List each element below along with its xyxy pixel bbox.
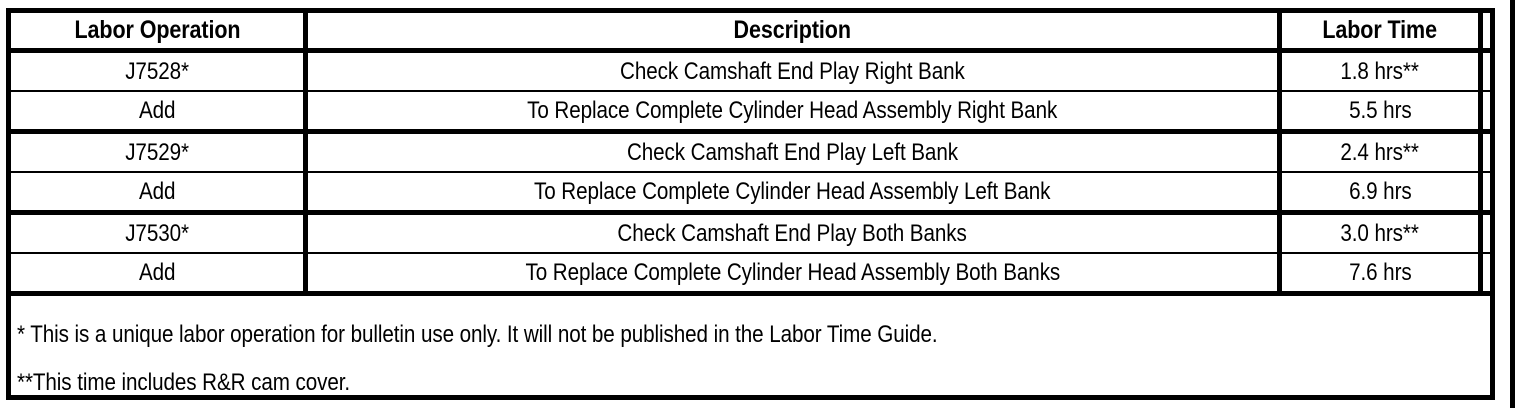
- cell-spacer: [1483, 92, 1490, 129]
- cell-labor-operation: Add: [11, 92, 303, 129]
- cell-spacer: [1483, 254, 1490, 291]
- page-edge-rule: [1510, 0, 1515, 408]
- column-divider-2: [1277, 134, 1282, 171]
- column-divider-3: [1478, 134, 1483, 171]
- header-cell-labor-operation: Labor Operation: [11, 13, 303, 48]
- column-divider-1: [303, 134, 308, 171]
- column-divider-2: [1277, 215, 1282, 252]
- table-grid: Labor Operation Description Labor Time: [11, 13, 1490, 397]
- cell-spacer: [1483, 173, 1490, 210]
- column-divider-3: [1478, 53, 1483, 90]
- header-label-description: Description: [733, 16, 852, 44]
- cell-text-labor-operation: J7528*: [125, 57, 189, 85]
- header-cell-labor-time: Labor Time: [1282, 13, 1478, 48]
- cell-text-labor-time: 1.8 hrs**: [1340, 57, 1420, 85]
- column-divider-3: [1478, 254, 1483, 291]
- column-divider-1: [303, 92, 308, 129]
- rule-above-footnotes: [11, 291, 1490, 296]
- header-cell-description: Description: [308, 13, 1277, 48]
- column-divider-2: [1277, 92, 1282, 129]
- cell-labor-operation: J7529*: [11, 134, 303, 171]
- cell-labor-operation: Add: [11, 254, 303, 291]
- cell-spacer: [1483, 53, 1490, 90]
- cell-description: Check Camshaft End Play Left Bank: [308, 134, 1277, 171]
- column-divider-1: [303, 215, 308, 252]
- row-divider: [11, 210, 1490, 215]
- cell-text-labor-time: 5.5 hrs: [1348, 96, 1412, 124]
- cell-labor-operation: J7530*: [11, 215, 303, 252]
- header-label-labor-time: Labor Time: [1322, 16, 1438, 44]
- cell-description: To Replace Complete Cylinder Head Assemb…: [308, 254, 1277, 291]
- column-divider-1: [303, 173, 308, 210]
- column-divider-3: [1478, 13, 1483, 48]
- column-divider-2: [1277, 173, 1282, 210]
- cell-text-labor-operation: J7530*: [125, 219, 189, 247]
- cell-description: To Replace Complete Cylinder Head Assemb…: [308, 173, 1277, 210]
- cell-text-description: To Replace Complete Cylinder Head Assemb…: [525, 258, 1060, 286]
- cell-description: Check Camshaft End Play Both Banks: [308, 215, 1277, 252]
- labor-operation-table: Labor Operation Description Labor Time: [6, 8, 1495, 400]
- cell-text-description: Check Camshaft End Play Left Bank: [626, 138, 959, 166]
- cell-labor-time: 2.4 hrs**: [1282, 134, 1478, 171]
- table-row: Add To Replace Complete Cylinder Head As…: [11, 92, 1490, 129]
- footnote-asterisk: * This is a unique labor operation for b…: [17, 321, 1087, 349]
- cell-labor-time: 5.5 hrs: [1282, 92, 1478, 129]
- table-header-row: Labor Operation Description Labor Time: [11, 13, 1490, 48]
- cell-text-labor-operation: Add: [138, 258, 176, 286]
- column-divider-2: [1277, 13, 1282, 48]
- rule-below-header: [11, 48, 1490, 53]
- row-divider: [11, 90, 1490, 92]
- column-divider-3: [1478, 92, 1483, 129]
- table-row: Add To Replace Complete Cylinder Head As…: [11, 254, 1490, 291]
- table-row: J7529* Check Camshaft End Play Left Bank…: [11, 134, 1490, 171]
- header-cell-spacer: [1483, 13, 1490, 48]
- cell-labor-time: 7.6 hrs: [1282, 254, 1478, 291]
- column-divider-2: [1277, 53, 1282, 90]
- column-divider-1: [303, 254, 308, 291]
- cell-text-labor-operation: J7529*: [125, 138, 189, 166]
- cell-description: Check Camshaft End Play Right Bank: [308, 53, 1277, 90]
- cell-text-labor-operation: Add: [138, 177, 176, 205]
- header-label-labor-operation: Labor Operation: [74, 16, 240, 44]
- cell-labor-time: 3.0 hrs**: [1282, 215, 1478, 252]
- footnote-double-asterisk-text: **This time includes R&R cam cover.: [17, 369, 351, 396]
- cell-description: To Replace Complete Cylinder Head Assemb…: [308, 92, 1277, 129]
- footnote-double-asterisk: **This time includes R&R cam cover.: [17, 369, 404, 397]
- cell-text-description: Check Camshaft End Play Right Bank: [620, 57, 965, 85]
- cell-labor-operation: J7528*: [11, 53, 303, 90]
- column-divider-2: [1277, 254, 1282, 291]
- cell-text-description: Check Camshaft End Play Both Banks: [617, 219, 968, 247]
- column-divider-3: [1478, 173, 1483, 210]
- cell-text-labor-time: 7.6 hrs: [1348, 258, 1412, 286]
- column-divider-1: [303, 53, 308, 90]
- cell-labor-time: 6.9 hrs: [1282, 173, 1478, 210]
- cell-spacer: [1483, 134, 1490, 171]
- cell-text-labor-time: 2.4 hrs**: [1340, 138, 1420, 166]
- cell-text-labor-time: 6.9 hrs: [1348, 177, 1412, 205]
- cell-labor-operation: Add: [11, 173, 303, 210]
- column-divider-1: [303, 13, 308, 48]
- cell-labor-time: 1.8 hrs**: [1282, 53, 1478, 90]
- cell-text-labor-operation: Add: [138, 96, 176, 124]
- row-divider: [11, 171, 1490, 173]
- table-row: Add To Replace Complete Cylinder Head As…: [11, 173, 1490, 210]
- cell-text-labor-time: 3.0 hrs**: [1340, 219, 1420, 247]
- cell-spacer: [1483, 215, 1490, 252]
- footnote-section: * This is a unique labor operation for b…: [11, 313, 1490, 397]
- row-divider: [11, 129, 1490, 134]
- cell-text-description: To Replace Complete Cylinder Head Assemb…: [534, 177, 1051, 205]
- cell-text-description: To Replace Complete Cylinder Head Assemb…: [527, 96, 1058, 124]
- footnote-asterisk-text: * This is a unique labor operation for b…: [17, 321, 938, 348]
- column-divider-3: [1478, 215, 1483, 252]
- row-divider: [11, 252, 1490, 254]
- table-row: J7528* Check Camshaft End Play Right Ban…: [11, 53, 1490, 90]
- table-row: J7530* Check Camshaft End Play Both Bank…: [11, 215, 1490, 252]
